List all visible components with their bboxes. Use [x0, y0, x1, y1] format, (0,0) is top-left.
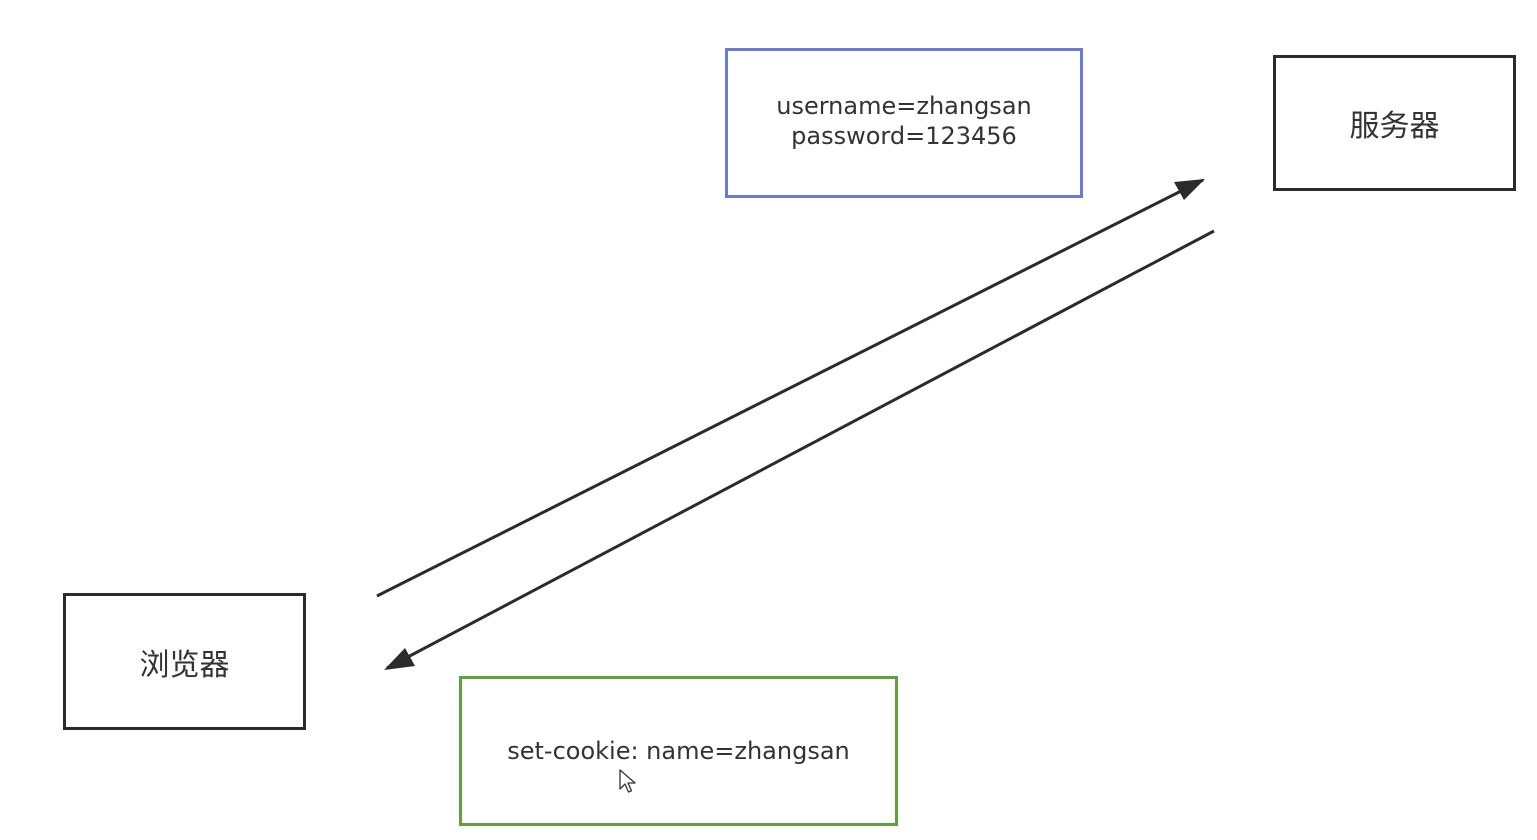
response-set-cookie-text: set-cookie: name=zhangsan: [507, 737, 850, 765]
server-label: 服务器: [1349, 109, 1440, 144]
server-node: 服务器: [1273, 55, 1516, 191]
response-arrow: [386, 229, 1215, 670]
request-arrowhead-icon: [1174, 179, 1205, 200]
browser-label: 浏览器: [139, 647, 230, 683]
request-payload-note: username=zhangsan password=123456: [725, 48, 1083, 198]
mouse-pointer-icon: [619, 769, 636, 793]
request-password-text: password=123456: [791, 122, 1017, 150]
response-header-note: set-cookie: name=zhangsan: [459, 676, 898, 826]
request-arrow: [376, 178, 1204, 598]
response-arrowhead-icon: [384, 648, 415, 670]
browser-node: 浏览器: [63, 593, 306, 730]
request-username-text: username=zhangsan: [776, 92, 1032, 120]
